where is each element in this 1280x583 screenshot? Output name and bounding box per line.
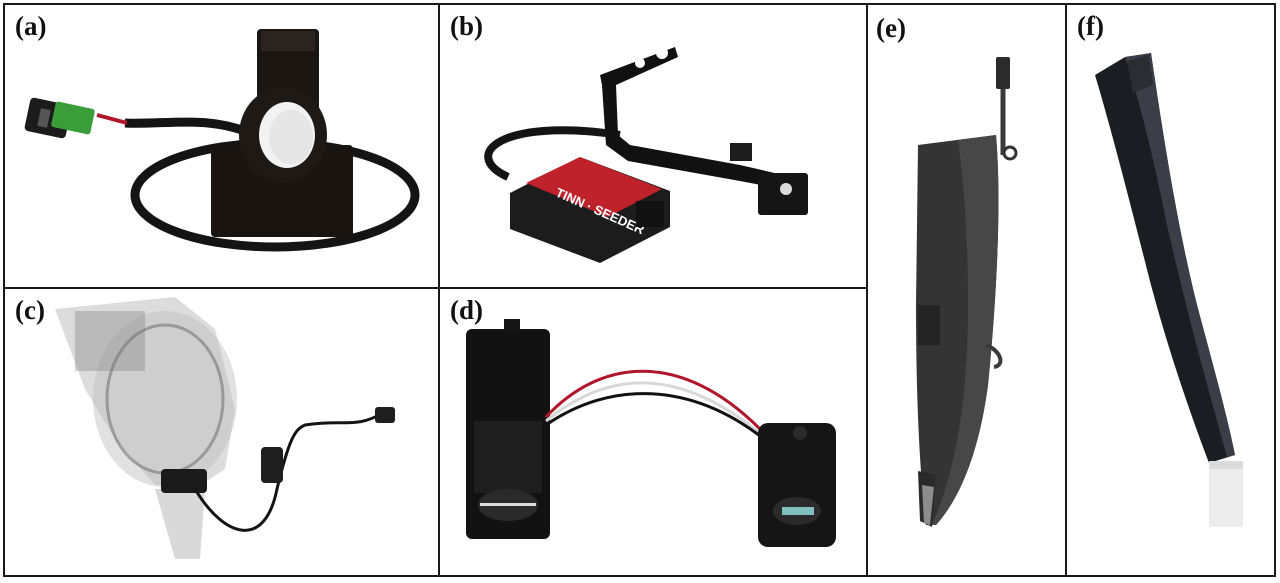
photo-transparent-meter: [55, 297, 395, 559]
photo-seed-tube-f: [1095, 53, 1243, 527]
panel-c: (c): [5, 289, 438, 575]
photo-dual-sensor-boards: [466, 319, 836, 547]
panel-f: (f): [1067, 5, 1274, 575]
panel-label-c: (c): [15, 295, 45, 325]
panel-label-b: (b): [450, 11, 483, 41]
photo-seed-sensor-bracket: TINN · SEEDER: [484, 47, 808, 263]
divider-row: [3, 287, 868, 289]
photo-seed-tube-e: [916, 57, 1018, 527]
panel-label-f: (f): [1077, 11, 1104, 41]
panel-e: (e): [868, 5, 1065, 575]
panel-label-e: (e): [876, 13, 906, 43]
panel-label-a: (a): [15, 11, 47, 41]
panel-a: (a): [5, 5, 438, 287]
panel-b: TINN · SEEDER (b): [440, 5, 866, 287]
panel-label-d: (d): [450, 295, 483, 325]
divider-be: [866, 3, 868, 577]
divider-ef: [1065, 3, 1067, 577]
panel-d: (d): [440, 289, 866, 575]
photo-sensor-ring: [24, 29, 420, 252]
figure-frame: [3, 3, 1276, 577]
divider-ab: [438, 3, 440, 577]
